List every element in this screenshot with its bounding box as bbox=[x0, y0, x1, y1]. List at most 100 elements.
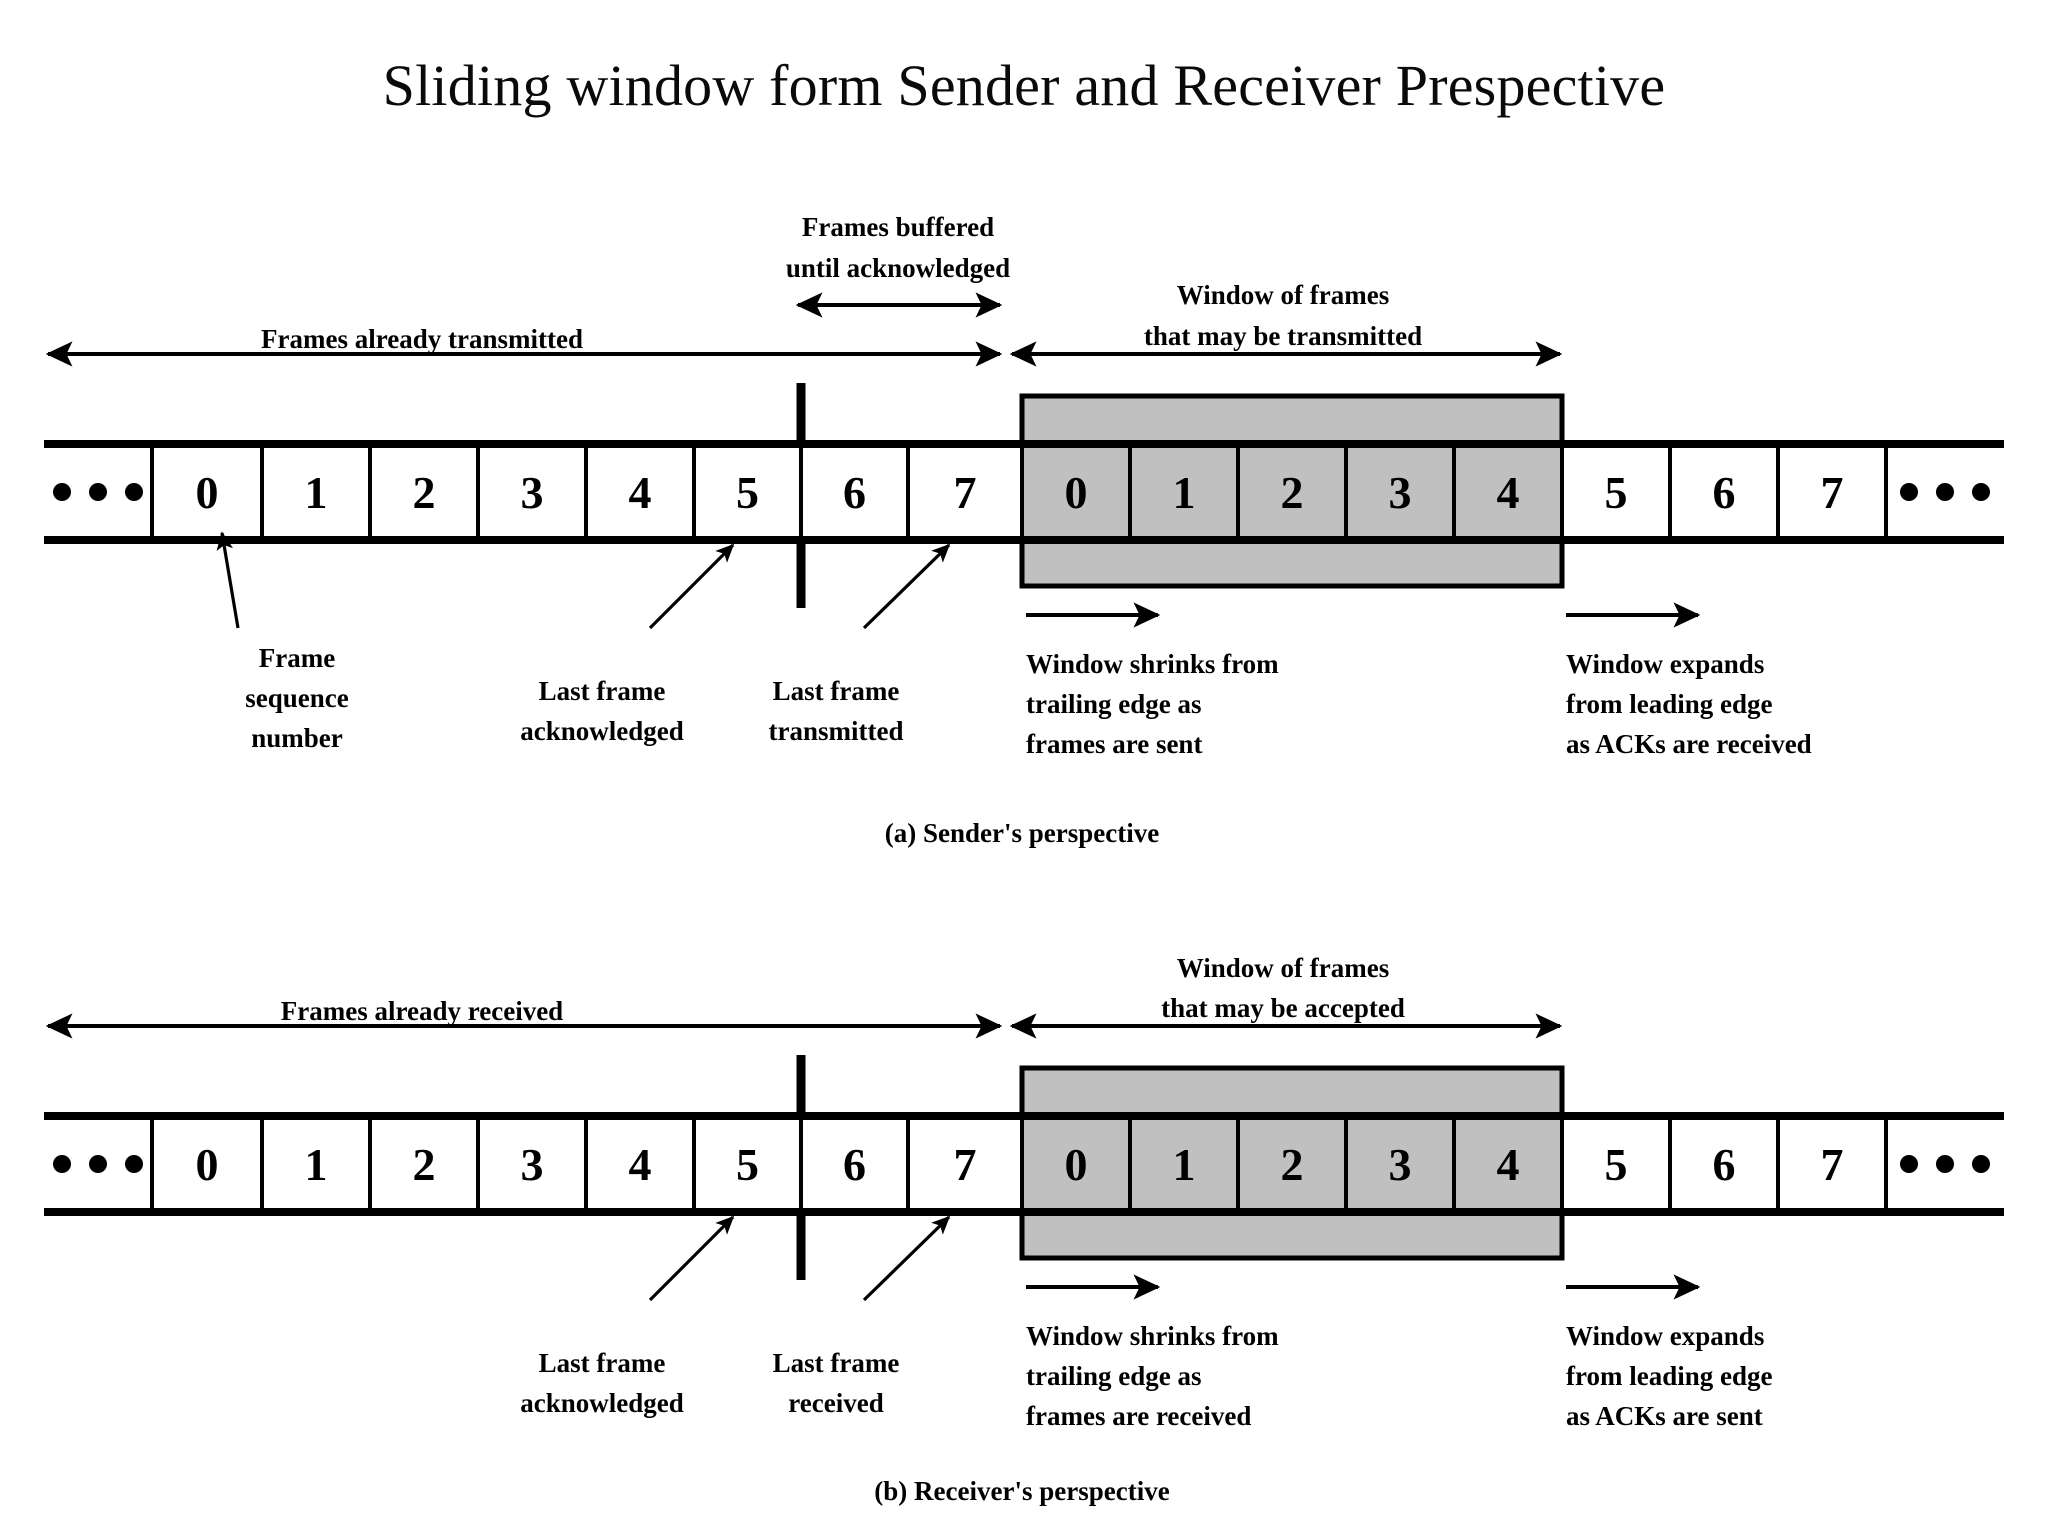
sender-frame-label: 5 bbox=[1605, 467, 1628, 518]
receiver-note-window-shrinks-line3: frames are received bbox=[1026, 1401, 1251, 1431]
sender-frame-cell[interactable] bbox=[1668, 444, 1780, 540]
sender-frame-label: 4 bbox=[1497, 467, 1520, 518]
sender-note-window-expands-line1: Window expands bbox=[1566, 649, 1764, 679]
receiver-frame-label: 2 bbox=[1281, 1139, 1304, 1190]
receiver-frame-cell[interactable] bbox=[1128, 1116, 1240, 1212]
sender-frame-label: 0 bbox=[196, 467, 219, 518]
page-title: Sliding window form Sender and Receiver … bbox=[382, 53, 1666, 118]
receiver-caption: (b) Receiver's perspective bbox=[874, 1476, 1169, 1506]
receiver-frame-label: 7 bbox=[954, 1139, 977, 1190]
receiver-frame-label: 6 bbox=[843, 1139, 866, 1190]
receiver-frame-cell[interactable] bbox=[584, 1116, 696, 1212]
sender-frame-cell[interactable] bbox=[584, 444, 696, 540]
receiver-note-window-shrinks-line2: trailing edge as bbox=[1026, 1361, 1202, 1391]
sender-frame-cell[interactable] bbox=[368, 444, 480, 540]
receiver-note-window-expands-line3: as ACKs are sent bbox=[1566, 1401, 1763, 1431]
sender-leader-last-frame-transmitted bbox=[862, 543, 951, 630]
sender-frame-cell[interactable] bbox=[692, 444, 803, 540]
sender-frame-cell[interactable] bbox=[150, 444, 264, 540]
sender-frame-label: 7 bbox=[1821, 467, 1844, 518]
sender-note-window-expands-line3: as ACKs are received bbox=[1566, 729, 1812, 759]
sender-frame-cell[interactable] bbox=[1452, 444, 1564, 540]
sender-frame-label: 5 bbox=[736, 467, 759, 518]
sender-note-window-shrinks-line2: trailing edge as bbox=[1026, 689, 1202, 719]
receiver-note-window-expands-line1: Window expands bbox=[1566, 1321, 1764, 1351]
sender-callout-last-frame-acknowledged-line2: acknowledged bbox=[520, 716, 684, 746]
sender-frame-ellipsis bbox=[1884, 446, 1990, 538]
sender-callout-last-frame-transmitted-line2: transmitted bbox=[769, 716, 904, 746]
receiver-window-label-line1: Window of frames bbox=[1177, 953, 1390, 983]
receiver-frame-label: 6 bbox=[1713, 1139, 1736, 1190]
panel-sender: Frames buffered until acknowledged Windo… bbox=[44, 212, 2004, 848]
receiver-frame-cell[interactable] bbox=[692, 1116, 803, 1212]
receiver-leader-last-frame-received bbox=[862, 1215, 951, 1302]
sender-callout-frame-sequence-number-line1: Frame bbox=[259, 643, 335, 673]
receiver-frame-cell[interactable] bbox=[1560, 1116, 1672, 1212]
sender-frame-label: 3 bbox=[521, 467, 544, 518]
receiver-frame-label: 0 bbox=[196, 1139, 219, 1190]
receiver-callout-last-frame-received-line1: Last frame bbox=[773, 1348, 900, 1378]
receiver-callout-last-frame-acknowledged-line1: Last frame bbox=[539, 1348, 666, 1378]
panel-receiver: Window of frames that may be accepted Fr… bbox=[44, 953, 2004, 1506]
sender-span-label: Frames already transmitted bbox=[261, 324, 583, 354]
sender-window-label-line2: that may be transmitted bbox=[1144, 321, 1422, 351]
receiver-frame-cell[interactable] bbox=[1236, 1116, 1348, 1212]
sender-frame-label: 7 bbox=[954, 467, 977, 518]
sender-frame-label: 3 bbox=[1389, 467, 1412, 518]
receiver-span-label: Frames already received bbox=[281, 996, 563, 1026]
receiver-frame-label: 5 bbox=[1605, 1139, 1628, 1190]
sender-callout-frame-sequence-number-line2: sequence bbox=[245, 683, 349, 713]
sender-buffered-label-line2: until acknowledged bbox=[786, 253, 1010, 283]
receiver-window-label-line2: that may be accepted bbox=[1161, 993, 1405, 1023]
sender-buffered-label-line1: Frames buffered bbox=[802, 212, 994, 242]
sender-callout-frame-sequence-number-line3: number bbox=[251, 723, 343, 753]
sender-note-window-expands-line2: from leading edge bbox=[1566, 689, 1772, 719]
sender-frame-cell[interactable] bbox=[1560, 444, 1672, 540]
receiver-frame-cell[interactable] bbox=[1344, 1116, 1456, 1212]
sender-frame-label: 6 bbox=[843, 467, 866, 518]
receiver-frame-cell[interactable] bbox=[906, 1116, 1024, 1212]
sender-note-window-shrinks-line1: Window shrinks from bbox=[1026, 649, 1279, 679]
sender-callout-last-frame-acknowledged-line1: Last frame bbox=[539, 676, 666, 706]
receiver-leader-last-frame-acknowledged bbox=[648, 1215, 735, 1302]
receiver-frame-label: 1 bbox=[305, 1139, 328, 1190]
sender-frame-label: 2 bbox=[1281, 467, 1304, 518]
receiver-callout-last-frame-acknowledged-line2: acknowledged bbox=[520, 1388, 684, 1418]
sender-note-window-shrinks-line3: frames are sent bbox=[1026, 729, 1202, 759]
sender-callout-last-frame-transmitted-line1: Last frame bbox=[773, 676, 900, 706]
sender-frame-label: 6 bbox=[1713, 467, 1736, 518]
receiver-frame-label: 7 bbox=[1821, 1139, 1844, 1190]
sender-frame-cell[interactable] bbox=[799, 444, 910, 540]
receiver-frame-cell[interactable] bbox=[1020, 1116, 1132, 1212]
receiver-frame-ellipsis bbox=[1884, 1118, 1990, 1210]
receiver-frame-cell[interactable] bbox=[368, 1116, 480, 1212]
receiver-frame-cell[interactable] bbox=[260, 1116, 372, 1212]
sender-frame-cell[interactable] bbox=[1128, 444, 1240, 540]
receiver-frame-label: 2 bbox=[413, 1139, 436, 1190]
receiver-frame-cell[interactable] bbox=[1668, 1116, 1780, 1212]
sender-frame-ellipsis bbox=[53, 446, 154, 538]
sender-leader-last-frame-acknowledged bbox=[648, 543, 735, 630]
receiver-frame-label: 5 bbox=[736, 1139, 759, 1190]
receiver-note-window-shrinks-line1: Window shrinks from bbox=[1026, 1321, 1279, 1351]
receiver-frame-ellipsis bbox=[53, 1118, 154, 1210]
receiver-frame-label: 0 bbox=[1065, 1139, 1088, 1190]
sender-frame-cell[interactable] bbox=[260, 444, 372, 540]
receiver-frame-cell[interactable] bbox=[799, 1116, 910, 1212]
receiver-frame-label: 4 bbox=[629, 1139, 652, 1190]
sender-frame-label: 2 bbox=[413, 467, 436, 518]
receiver-frame-label: 3 bbox=[521, 1139, 544, 1190]
sender-frame-cell[interactable] bbox=[906, 444, 1024, 540]
sender-frame-cell[interactable] bbox=[1020, 444, 1132, 540]
receiver-frame-label: 4 bbox=[1497, 1139, 1520, 1190]
sender-frame-label: 1 bbox=[305, 467, 328, 518]
receiver-frame-label: 1 bbox=[1173, 1139, 1196, 1190]
sender-frame-label: 4 bbox=[629, 467, 652, 518]
sender-frame-cell[interactable] bbox=[476, 444, 588, 540]
receiver-callout-last-frame-received-line2: received bbox=[788, 1388, 883, 1418]
sender-window-label-line1: Window of frames bbox=[1177, 280, 1390, 310]
sender-frame-cell[interactable] bbox=[1776, 444, 1888, 540]
